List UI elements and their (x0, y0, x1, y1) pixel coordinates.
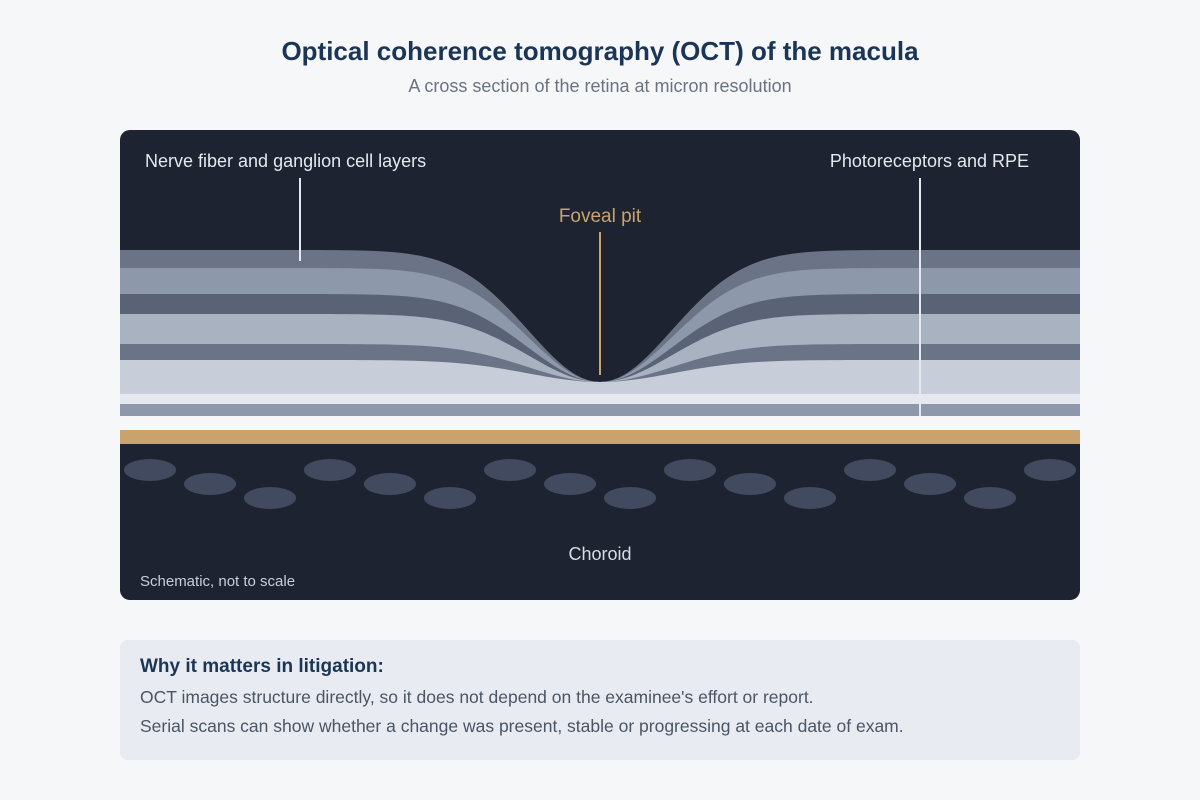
callout-heading: Why it matters in litigation: (140, 656, 384, 677)
choroid-vessels (124, 459, 1076, 509)
oct-diagram: Nerve fiber and ganglion cell layers Pho… (120, 151, 1080, 590)
choroid-vessel (424, 487, 476, 509)
outer-limiting-band (120, 394, 1080, 404)
choroid-vessel (784, 487, 836, 509)
schematic-footnote: Schematic, not to scale (140, 573, 295, 590)
choroid-vessel (844, 459, 896, 481)
choroid-label: Choroid (568, 544, 631, 564)
choroid-vessel (184, 473, 236, 495)
choroid-vessel (664, 459, 716, 481)
foveal-pit-label: Foveal pit (559, 206, 642, 227)
retinal-layers (120, 250, 1080, 394)
photoreceptors-label: Photoreceptors and RPE (830, 151, 1029, 171)
choroid-vessel (364, 473, 416, 495)
callout-line-2: Serial scans can show whether a change w… (140, 716, 904, 736)
layer-outer-nuclear (120, 360, 1080, 394)
ellipsoid-zone-band (120, 416, 1080, 430)
choroid-vessel (724, 473, 776, 495)
callout-line-1: OCT images structure directly, so it doe… (140, 687, 814, 707)
nerve-fiber-label: Nerve fiber and ganglion cell layers (145, 151, 426, 171)
choroid-vessel (304, 459, 356, 481)
choroid-vessel (904, 473, 956, 495)
choroid-vessel (244, 487, 296, 509)
choroid-vessel (1024, 459, 1076, 481)
choroid-vessel (484, 459, 536, 481)
choroid-vessel (604, 487, 656, 509)
choroid-vessel (964, 487, 1016, 509)
page-title: Optical coherence tomography (OCT) of th… (281, 36, 919, 66)
litigation-callout: Why it matters in litigation: OCT images… (120, 640, 1080, 760)
page-subtitle: A cross section of the retina at micron … (408, 76, 792, 96)
choroid-vessel (544, 473, 596, 495)
photoreceptor-band (120, 404, 1080, 416)
rpe-band (120, 430, 1080, 444)
oct-diagram-panel: Nerve fiber and ganglion cell layers Pho… (120, 130, 1080, 600)
choroid-vessel (124, 459, 176, 481)
